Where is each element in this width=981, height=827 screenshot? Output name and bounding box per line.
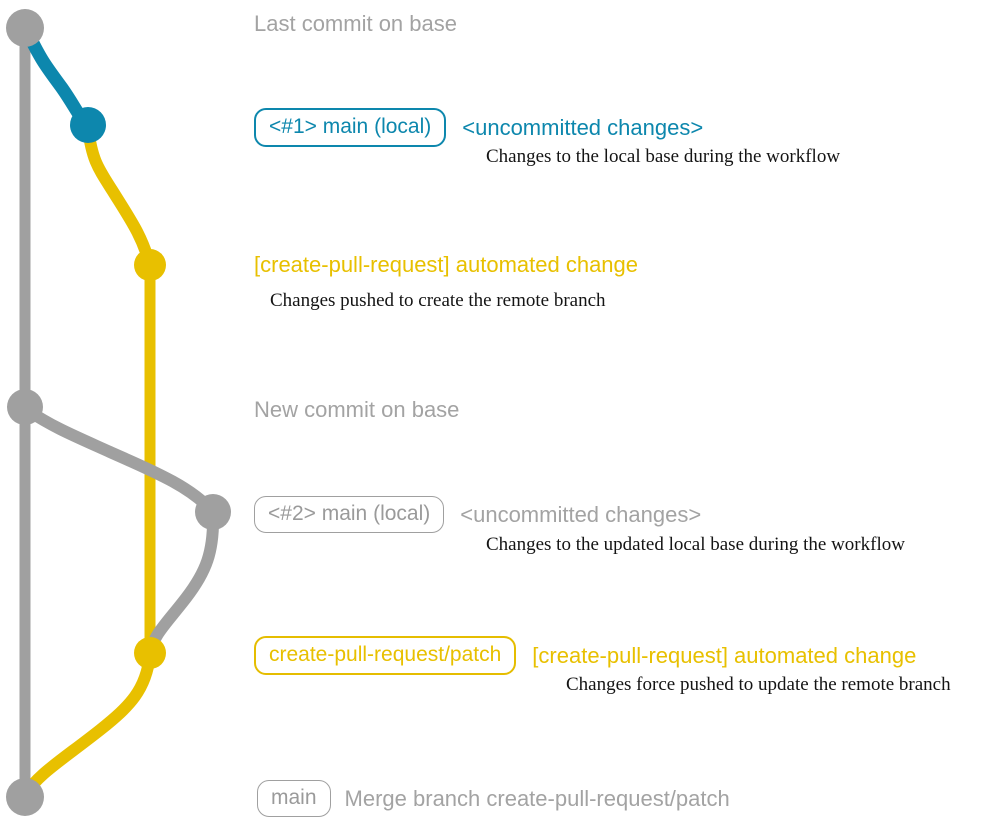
entry-local-commit-2: <#2> main (local) <uncommitted changes>: [254, 496, 702, 534]
entry-headline: [create-pull-request] automated change: [254, 252, 639, 277]
entry-subtext-automated-change-2: Changes force pushed to update the remot…: [566, 674, 951, 695]
entry-headline: [create-pull-request] automated change: [532, 642, 917, 668]
entry-headline: Merge branch create-pull-request/patch: [344, 785, 730, 811]
entry-headline: <uncommitted changes>: [460, 501, 702, 527]
edge-local1-to-automated1: [82, 122, 156, 271]
entry-headline: Last commit on base: [254, 11, 457, 36]
entry-new-commit-on-base: New commit on base: [254, 397, 459, 422]
entry-local-commit-1: <#1> main (local) <uncommitted changes>: [254, 108, 704, 148]
branch-badge-create-pull-request-patch[interactable]: create-pull-request/patch: [254, 636, 517, 676]
node-automated-change-1: [134, 249, 166, 281]
entry-merge-commit: main Merge branch create-pull-request/pa…: [257, 780, 730, 818]
entry-subtext-automated-change-1: Changes pushed to create the remote bran…: [270, 290, 606, 311]
node-last-commit-on-base: [6, 9, 44, 47]
branch-badge-main-local-2[interactable]: <#2> main (local): [254, 496, 445, 534]
entry-headline: New commit on base: [254, 397, 460, 422]
edge-base2-to-local2: [21, 404, 219, 518]
node-merge-commit: [6, 778, 44, 816]
branch-badge-main-local-1[interactable]: <#1> main (local): [254, 108, 447, 148]
edge-automated2-to-merge: [19, 649, 156, 801]
entry-automated-change-2: create-pull-request/patch [create-pull-r…: [254, 636, 917, 676]
entry-headline: <uncommitted changes>: [462, 114, 704, 140]
node-local-commit-1: [70, 107, 106, 143]
node-automated-change-2: [134, 637, 166, 669]
entry-automated-change-1: [create-pull-request] automated change: [254, 252, 638, 277]
node-new-commit-on-base: [7, 389, 43, 425]
node-local-commit-2: [195, 494, 231, 530]
entry-subtext-local-commit-1: Changes to the local base during the wor…: [486, 146, 841, 167]
edge-local2-to-automated2: [144, 508, 220, 659]
branch-badge-main[interactable]: main: [257, 780, 331, 818]
entry-last-commit-on-base: Last commit on base: [254, 11, 457, 36]
entry-subtext-local-commit-2: Changes to the updated local base during…: [486, 534, 905, 555]
